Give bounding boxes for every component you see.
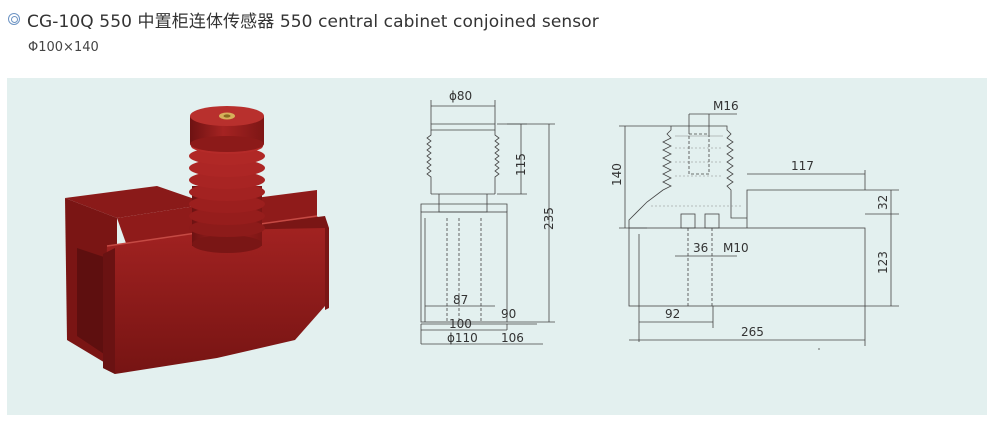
dim-92: 92 — [665, 307, 680, 321]
product-title: CG-10Q 550 中置柜连体传感器 550 central cabinet … — [27, 11, 599, 32]
dim-phi110: ϕ110 — [447, 331, 478, 345]
dim-235: 235 — [542, 207, 556, 230]
dim-117: 117 — [791, 159, 814, 173]
product-panel: ϕ80 115 235 87 90 100 ϕ110 106 — [7, 78, 987, 415]
title-row: CG-10Q 550 中置柜连体传感器 550 central cabinet … — [8, 6, 599, 32]
dim-123: 123 — [876, 251, 890, 274]
dim-100: 100 — [449, 317, 472, 331]
front-dimension-drawing — [420, 100, 555, 345]
dim-phi80: ϕ80 — [449, 89, 472, 103]
dim-115: 115 — [514, 153, 528, 176]
product-photo — [65, 106, 329, 374]
side-dimension-drawing — [619, 113, 899, 350]
dim-106: 106 — [501, 331, 524, 345]
product-dimension: Φ100×140 — [28, 40, 99, 55]
dim-36: 36 — [693, 241, 708, 255]
dim-87: 87 — [453, 293, 468, 307]
dim-140: 140 — [610, 163, 624, 186]
product-illustration: ϕ80 115 235 87 90 100 ϕ110 106 — [65, 89, 899, 374]
dim-m10: M10 — [723, 241, 749, 255]
bullet-icon — [8, 13, 20, 25]
dim-265: 265 — [741, 325, 764, 339]
dim-32: 32 — [876, 195, 890, 210]
dim-90: 90 — [501, 307, 516, 321]
dim-m16: M16 — [713, 99, 739, 113]
